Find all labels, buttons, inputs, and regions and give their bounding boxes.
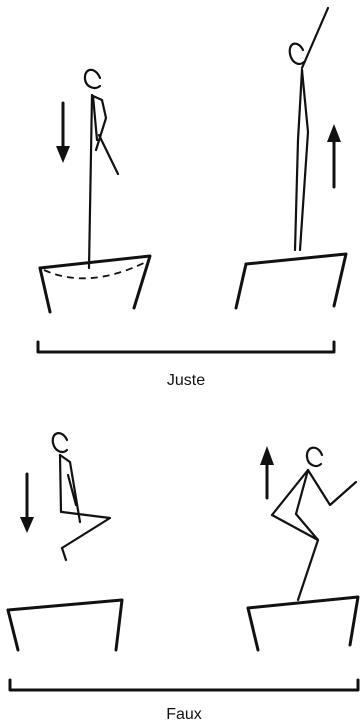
wrong-landing-panel bbox=[6, 432, 124, 652]
figure-head bbox=[288, 42, 306, 65]
jumping-figure bbox=[288, 6, 330, 252]
correct-label: Juste bbox=[167, 372, 205, 389]
standing-figure bbox=[83, 68, 120, 270]
crouching-figure bbox=[51, 432, 112, 562]
bent-jumping-figure bbox=[270, 446, 358, 602]
wrong-takeoff-box bbox=[246, 595, 360, 652]
down-arrow-icon bbox=[56, 101, 70, 163]
compressed-surface-line bbox=[43, 261, 147, 280]
correct-bracket bbox=[36, 340, 336, 354]
figure-head bbox=[51, 432, 69, 454]
correct-takeoff-box bbox=[234, 252, 348, 310]
figure-head bbox=[83, 68, 102, 90]
wrong-bracket bbox=[8, 678, 360, 692]
wrong-takeoff-panel bbox=[246, 446, 360, 652]
figure-head bbox=[305, 446, 324, 468]
correct-landing-box bbox=[38, 254, 152, 314]
wrong-label: Faux bbox=[166, 706, 202, 723]
down-arrow-icon bbox=[20, 472, 34, 533]
up-arrow-icon bbox=[327, 124, 341, 189]
correct-takeoff-panel bbox=[234, 6, 348, 310]
correct-landing-panel bbox=[38, 68, 152, 314]
wrong-landing-box bbox=[6, 598, 124, 652]
up-arrow-icon bbox=[260, 446, 274, 500]
